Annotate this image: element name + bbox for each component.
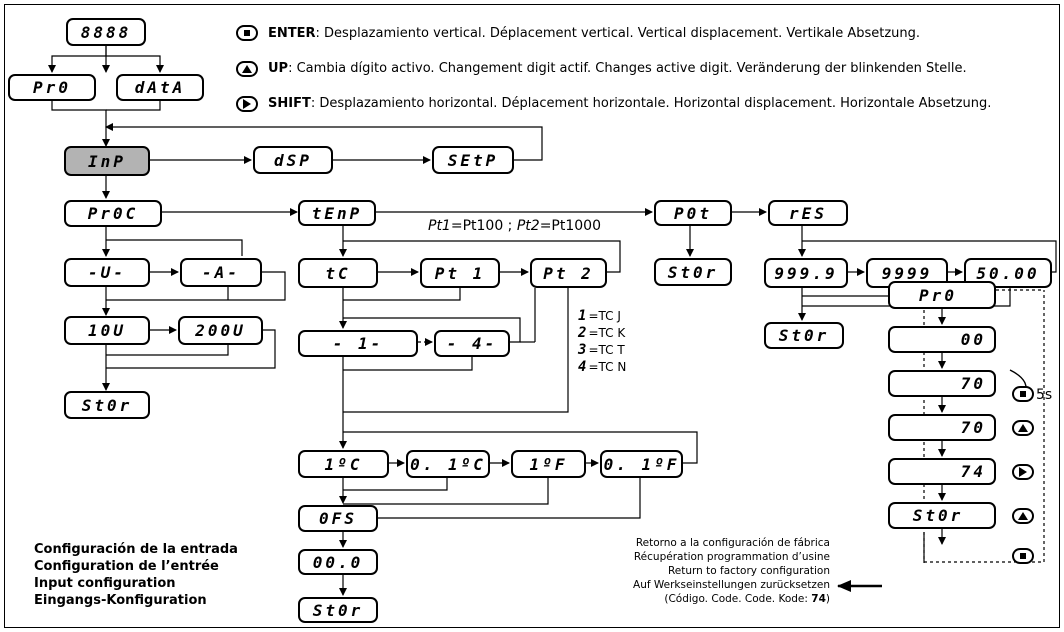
diagram-frame — [4, 4, 1060, 628]
display-1f: 1ºF — [511, 450, 586, 478]
display-fr-70-up: 70 — [888, 370, 996, 397]
display-stor-ofs: St0r — [298, 597, 378, 623]
display-fr-70-shift: 70 — [888, 414, 996, 441]
tc-code: 3 — [578, 342, 587, 358]
enter-key-label: ENTER — [268, 26, 316, 41]
shift-key-icon — [236, 96, 258, 112]
display-fr-74: 74 — [888, 458, 996, 485]
display-tc: tC — [298, 258, 378, 288]
display-tc1: - 1- — [298, 330, 418, 357]
shift-key-icon — [1012, 464, 1034, 480]
hold-time: 5s — [1036, 387, 1053, 403]
tc-item: 3=TC T — [578, 342, 626, 359]
display-ofs-value: 00.0 — [298, 549, 378, 575]
tc-code: 4 — [578, 359, 587, 375]
display-stor-pot: St0r — [654, 258, 732, 286]
display-u: -U- — [64, 258, 150, 287]
caption-line: Configuración de la entrada — [34, 542, 238, 557]
display-1c: 1ºC — [298, 450, 389, 478]
tc-code: 2 — [578, 325, 587, 341]
display-a: -A- — [180, 258, 262, 287]
tc-list: 1=TC J 2=TC K 3=TC T 4=TC N — [578, 308, 626, 376]
code-value: 74 — [811, 593, 826, 605]
display-pot: P0t — [654, 200, 732, 226]
caption: Configuración de la entrada Configuratio… — [34, 541, 238, 609]
display-dsp: dSP — [253, 146, 333, 174]
display-pro: Pr0 — [8, 74, 96, 101]
display-200u: 200U — [178, 316, 263, 345]
display-fr-00: 00 — [888, 326, 996, 353]
enter-key-icon — [1012, 548, 1034, 564]
pt1-value: =Pt100 ; — [450, 218, 517, 234]
factory-reset-line: Retorno a la configuración de fábrica — [635, 537, 830, 549]
tc-label: =TC N — [588, 360, 627, 374]
display-tc4: - 4- — [434, 330, 510, 357]
display-data: dAtA — [116, 74, 204, 101]
display-01f: 0. 1ºF — [600, 450, 683, 478]
legend-up: UP: Cambia dígito activo. Changement dig… — [268, 61, 967, 76]
display-ofs: 0FS — [298, 505, 378, 532]
display-res: rES — [768, 200, 848, 226]
display-fr-pro: Pr0 — [888, 281, 996, 309]
caption-line: Input configuration — [34, 576, 176, 591]
display-10u: 10U — [64, 316, 150, 345]
display-temp: tEnP — [298, 200, 376, 226]
caption-line: Eingangs-Konfiguration — [34, 593, 207, 608]
up-key-label: UP — [268, 61, 289, 76]
display-999-9: 999.9 — [764, 258, 848, 288]
up-key-icon — [1012, 420, 1034, 436]
up-key-icon — [1012, 508, 1034, 524]
tc-item: 1=TC J — [578, 308, 626, 325]
display-pt2: Pt 2 — [530, 258, 607, 288]
shift-key-label: SHIFT — [268, 96, 311, 111]
tc-label: =TC T — [588, 343, 625, 357]
display-pt1: Pt 1 — [420, 258, 500, 288]
shift-key-text: : Desplazamiento horizontal. Déplacement… — [310, 96, 992, 111]
enter-key-icon — [1012, 386, 1034, 402]
pt-note: Pt1=Pt100 ; Pt2=Pt1000 — [428, 218, 601, 234]
factory-reset-code: (Código. Code. Code. Kode: 74) — [590, 592, 830, 606]
tc-label: =TC K — [588, 326, 626, 340]
display-setp: SEtP — [432, 146, 514, 174]
pt1-label: Pt1 — [428, 218, 451, 234]
display-fr-stor: St0r — [888, 502, 996, 529]
tc-code: 1 — [578, 308, 587, 324]
display-stor-res: St0r — [764, 322, 844, 349]
code-prefix: (Código. Code. Code. Kode: — [664, 593, 812, 605]
enter-key-text: : Desplazamiento vertical. Déplacement v… — [315, 26, 921, 41]
display-proc: Pr0C — [64, 200, 162, 227]
enter-key-icon — [236, 25, 258, 41]
factory-reset-line: Return to factory configuration — [667, 565, 830, 577]
legend-shift: SHIFT: Desplazamiento horizontal. Déplac… — [268, 96, 991, 111]
factory-reset-note: Retorno a la configuración de fábrica Ré… — [590, 536, 830, 606]
display-stor-proc: St0r — [64, 391, 150, 419]
pt2-label: Pt2 — [516, 218, 540, 234]
up-key-text: : Cambia dígito activo. Changement digit… — [288, 61, 967, 76]
up-key-icon — [236, 61, 258, 77]
display-8888: 8888 — [66, 18, 146, 46]
legend-enter: ENTER: Desplazamiento vertical. Déplacem… — [268, 26, 920, 41]
tc-label: =TC J — [588, 309, 621, 323]
tc-item: 2=TC K — [578, 325, 626, 342]
display-01c: 0. 1ºC — [406, 450, 490, 478]
display-inp: InP — [64, 146, 150, 176]
code-suffix: ) — [825, 593, 830, 605]
factory-reset-line: Auf Werkseinstellungen zurücksetzen — [633, 579, 830, 591]
factory-reset-line: Récupération programmation d’usine — [633, 551, 830, 563]
caption-line: Configuration de l’entrée — [34, 559, 219, 574]
tc-item: 4=TC N — [578, 359, 626, 376]
pt2-value: =Pt1000 — [539, 218, 601, 234]
